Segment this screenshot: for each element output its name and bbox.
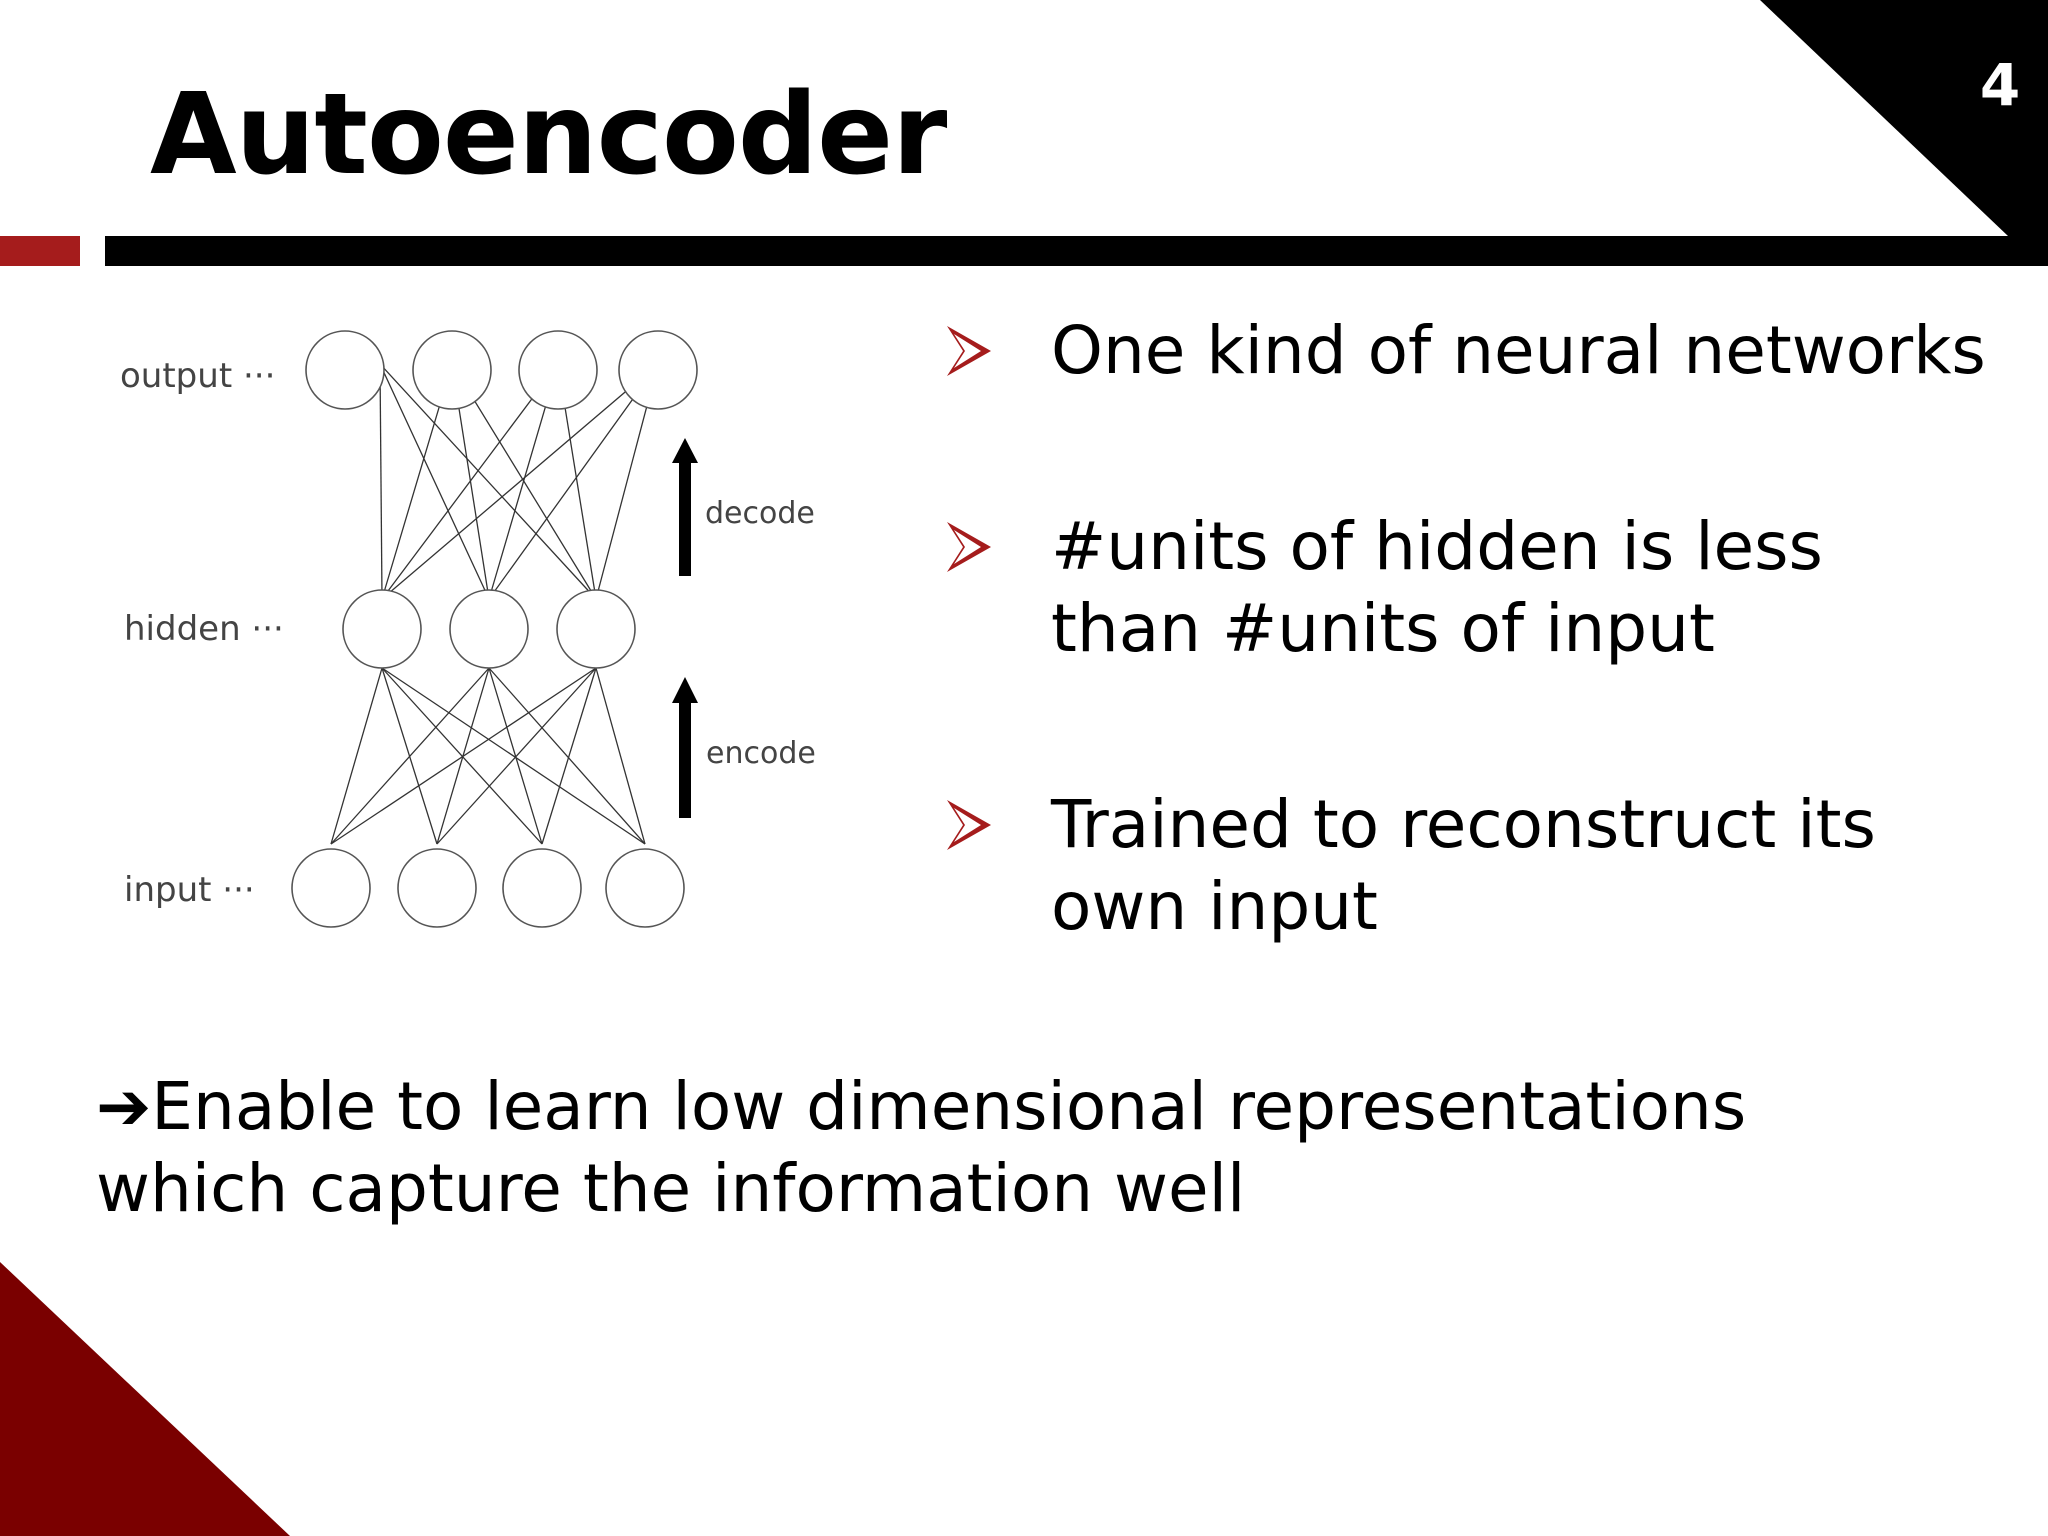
output-unit [518, 330, 598, 410]
hidden-layer-label: hidden ··· [124, 609, 284, 649]
arrowhead-bullet-icon [947, 326, 991, 376]
output-unit [412, 330, 492, 410]
output-layer [305, 330, 698, 410]
autoencoder-diagram: output ··· hidden ··· input ··· decode e… [120, 330, 816, 928]
hidden-unit [449, 589, 529, 669]
output-layer-label: output ··· [120, 356, 275, 396]
input-unit [502, 848, 582, 928]
output-unit [618, 330, 698, 410]
encode-arrow-icon [672, 677, 698, 818]
title-accent-bar [0, 236, 80, 266]
bullet-text: #units of hidden is less than #units of … [1051, 508, 1823, 667]
bullet-text: One kind of neural networks [1051, 312, 1986, 389]
conclusion-text: ➔Enable to learn low dimensional represe… [96, 1068, 1747, 1227]
input-layer [291, 848, 685, 928]
bullet-text: Trained to reconstruct its own input [1051, 786, 1876, 945]
connections-hidden-to-output [379, 363, 659, 600]
input-layer-label: input ··· [124, 870, 255, 910]
slide-title: Autoencoder [150, 70, 947, 200]
output-unit [305, 330, 385, 410]
title-underline-rule [105, 236, 2048, 266]
input-unit [291, 848, 371, 928]
hidden-layer [342, 589, 636, 669]
page-number: 4 [1979, 51, 2021, 119]
hidden-unit [556, 589, 636, 669]
connections-input-to-hidden [330, 667, 646, 845]
decode-label: decode [705, 496, 815, 531]
hidden-unit [342, 589, 422, 669]
arrowhead-bullet-icon [947, 800, 991, 850]
input-unit [397, 848, 477, 928]
input-unit [605, 848, 685, 928]
encode-label: encode [706, 736, 816, 771]
arrowhead-bullet-icon [947, 522, 991, 572]
decode-arrow-icon [672, 438, 698, 576]
